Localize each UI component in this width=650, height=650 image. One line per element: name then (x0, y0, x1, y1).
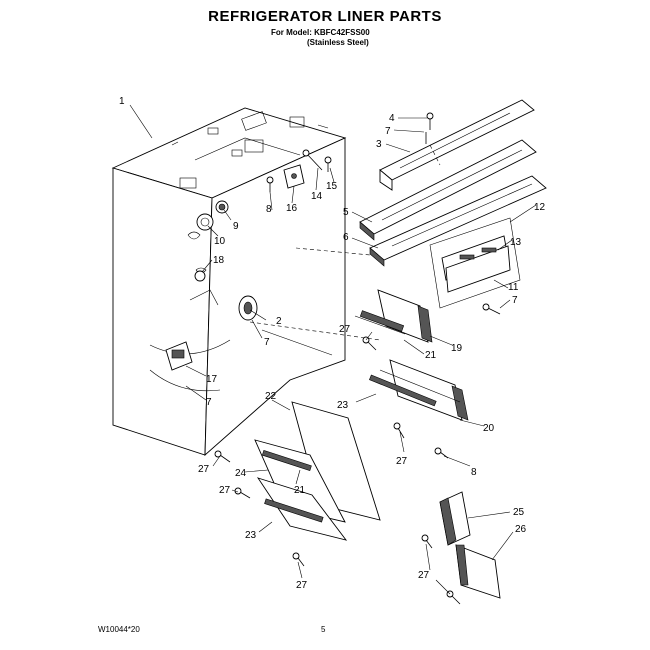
callout-10: 10 (214, 236, 226, 247)
screw-27-upper-part (362, 336, 377, 351)
callout-22: 22 (265, 391, 277, 402)
callout-23-lower: 23 (245, 530, 257, 541)
callout-4: 4 (389, 113, 395, 124)
page-number: 5 (321, 625, 326, 634)
page-title: REFRIGERATOR LINER PARTS (208, 8, 442, 25)
cam-9-part (215, 200, 229, 214)
callout-26: 26 (515, 524, 527, 535)
callout-27-upper: 27 (339, 324, 351, 335)
callout-21-lower: 21 (294, 485, 306, 496)
screw-4-part (426, 112, 434, 130)
callout-15: 15 (326, 181, 338, 192)
screw-27-bottom-part (292, 552, 305, 567)
fastener-18-part (194, 270, 206, 282)
rail-3-part (379, 99, 535, 191)
screw-27-mid-part (393, 422, 405, 439)
callout-6: 6 (343, 232, 349, 243)
slide-19-part (354, 289, 433, 343)
callout-27-bottom: 27 (296, 580, 308, 591)
screw-7-bin-part (482, 303, 501, 315)
callout-25: 25 (513, 507, 525, 518)
callout-7-lower: 7 (206, 397, 212, 408)
callout-21-upper: 21 (425, 350, 437, 361)
bolt-14-part (302, 149, 323, 171)
callout-27-left-b: 27 (219, 485, 231, 496)
callout-7: 7 (385, 126, 391, 137)
callout-8-top: 8 (266, 204, 272, 215)
crisper-cover-12-part (429, 217, 521, 309)
doc-number: W10044*20 (98, 625, 140, 634)
callout-9: 9 (233, 221, 239, 232)
callout-23-upper: 23 (337, 400, 349, 411)
liner-cabinet-part (111, 107, 347, 457)
callout-17: 17 (206, 374, 218, 385)
callout-3: 3 (376, 139, 382, 150)
slide-20-part (369, 359, 469, 421)
callout-7-bin: 7 (512, 295, 518, 306)
finish-line: (Stainless Steel) (307, 38, 369, 47)
callout-27-left-a: 27 (198, 464, 210, 475)
callout-5: 5 (343, 207, 349, 218)
panel-22-part (254, 401, 381, 541)
callout-27-mid: 27 (396, 456, 408, 467)
screw-8-top-part (266, 176, 274, 192)
callout-18: 18 (213, 255, 225, 266)
cam-2-part (238, 295, 258, 321)
screw-15-part (324, 156, 332, 172)
callout-labels: 1 4 7 3 5 6 12 13 11 7 8 16 14 15 9 10 1… (119, 96, 546, 591)
callout-2: 2 (276, 316, 282, 327)
callout-24: 24 (235, 468, 247, 479)
bracket-17-part (165, 341, 193, 371)
rail-5-part (359, 139, 537, 241)
callout-8-lower: 8 (471, 467, 477, 478)
leader-lines (129, 104, 537, 595)
bracket-16-part (283, 164, 305, 189)
cover-26-part (455, 544, 501, 599)
callout-11: 11 (508, 282, 519, 293)
rail-6-part (369, 175, 547, 267)
callout-1: 1 (119, 96, 125, 107)
callout-12: 12 (534, 202, 546, 213)
screw-27-left-a-part (214, 450, 231, 463)
callout-7-wall: 7 (264, 337, 270, 348)
callout-13: 13 (510, 237, 522, 248)
callout-19: 19 (451, 343, 463, 354)
cam-10-part (196, 213, 214, 231)
model-line: For Model: KBFC42FSS00 (271, 28, 370, 37)
screw-27-left-b-part (234, 487, 251, 499)
callout-20: 20 (483, 423, 495, 434)
callout-14: 14 (311, 191, 323, 202)
cover-25-part (439, 491, 471, 546)
callout-27-right: 27 (418, 570, 430, 581)
callout-16: 16 (286, 203, 298, 214)
screw-27-right-a-part (421, 534, 433, 549)
